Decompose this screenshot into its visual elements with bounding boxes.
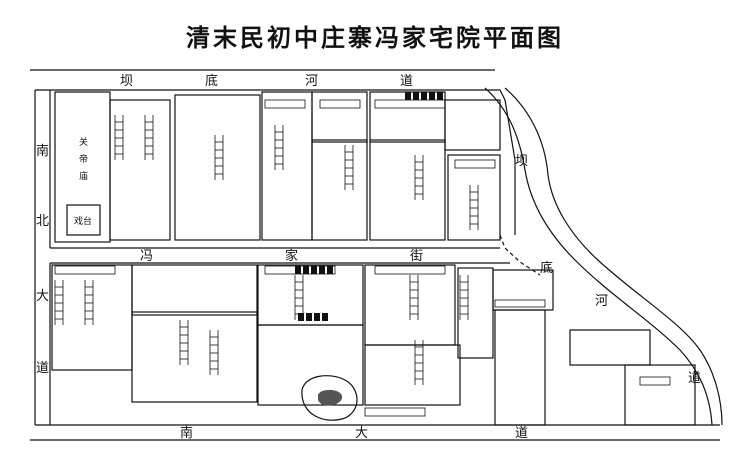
road-right-char-1: 坝 <box>515 154 528 169</box>
courtyard-lower-4b <box>364 344 461 406</box>
courtyard-upper-4a <box>311 91 368 143</box>
courtyard-upper-5b <box>369 139 446 241</box>
opera-stage-label: 戏台 <box>74 215 92 227</box>
road-top-char-1: 坝 <box>120 74 133 89</box>
temple-name-char-1: 关 <box>79 136 88 148</box>
upper-block-outline <box>35 89 516 235</box>
ladder-k <box>209 329 219 376</box>
road-bottom-labels: 南 大 道 <box>180 425 528 441</box>
courtyard-upper-3 <box>261 91 313 241</box>
courtyard-lower-2a <box>131 264 258 316</box>
courtyard-lower-2b <box>131 311 258 403</box>
courtyard-upper-6b <box>447 154 501 241</box>
courtyard-lower-6c <box>624 364 696 426</box>
road-left-labels: 南 北 大 道 <box>36 143 49 376</box>
room-ladders <box>54 114 479 386</box>
pond-rock <box>318 389 343 406</box>
road-right-char-2: 底 <box>540 260 553 276</box>
ladder-n <box>459 274 469 321</box>
ladder-g <box>469 184 479 231</box>
road-middle-labels: 冯 家 街 <box>140 248 423 264</box>
ladder-m <box>409 274 419 321</box>
road-right-char-4: 道 <box>688 371 701 386</box>
river-bank-west <box>484 87 713 426</box>
ladder-j <box>179 319 189 366</box>
road-left-char-4: 道 <box>36 361 49 376</box>
ladder-c <box>214 134 224 181</box>
ladder-o <box>414 339 424 386</box>
temple-labels: 关 帝 庙 戏台 <box>74 136 92 227</box>
map-title: 清末民初中庄寨冯家宅院平面图 <box>186 23 564 52</box>
courtyard-lower-3b <box>257 324 364 406</box>
ladder-d <box>274 124 284 171</box>
road-middle-char-2: 家 <box>285 248 298 264</box>
ladder-b <box>144 114 154 161</box>
temple-name-char-2: 帝 <box>79 153 88 165</box>
courtyard-lower-1 <box>51 264 133 371</box>
courtyard-upper-2 <box>174 94 261 241</box>
road-bottom-char-3: 道 <box>515 426 528 441</box>
road-middle-char-3: 街 <box>410 249 423 264</box>
courtyard-upper-6a <box>444 99 501 151</box>
road-middle-char-1: 冯 <box>140 249 153 264</box>
road-bottom-char-1: 南 <box>180 425 193 441</box>
road-left-char-2: 北 <box>36 214 49 229</box>
courtyard-lower-6a <box>492 269 554 311</box>
ladder-f <box>414 154 424 201</box>
river-channel-dashed <box>499 234 541 276</box>
ladder-e <box>344 144 354 191</box>
river-bank-east <box>504 87 723 426</box>
pond <box>301 375 358 421</box>
road-top-char-3: 河 <box>305 74 318 89</box>
courtyard-lower-7 <box>494 309 546 426</box>
ladder-i <box>84 279 94 326</box>
road-right-char-3: 河 <box>595 294 608 309</box>
road-top-labels: 坝 底 河 道 <box>120 73 413 89</box>
courtyard-upper-4b <box>311 139 368 241</box>
road-top-char-2: 底 <box>205 73 218 89</box>
courtyard-lower-5 <box>457 267 494 359</box>
ladder-h <box>54 279 64 326</box>
road-left-char-1: 南 <box>36 143 49 159</box>
courtyard-lower-6b <box>569 329 651 366</box>
road-right-labels: 坝 底 河 道 <box>515 154 701 386</box>
road-top-char-4: 道 <box>400 74 413 89</box>
road-bottom-char-2: 大 <box>355 426 368 441</box>
courtyard-upper-1 <box>109 99 171 241</box>
black-rooms <box>295 92 443 321</box>
temple-name-char-3: 庙 <box>79 170 88 182</box>
opera-stage <box>66 204 101 236</box>
road-left-char-3: 大 <box>36 289 49 304</box>
ladder-a <box>114 115 124 160</box>
